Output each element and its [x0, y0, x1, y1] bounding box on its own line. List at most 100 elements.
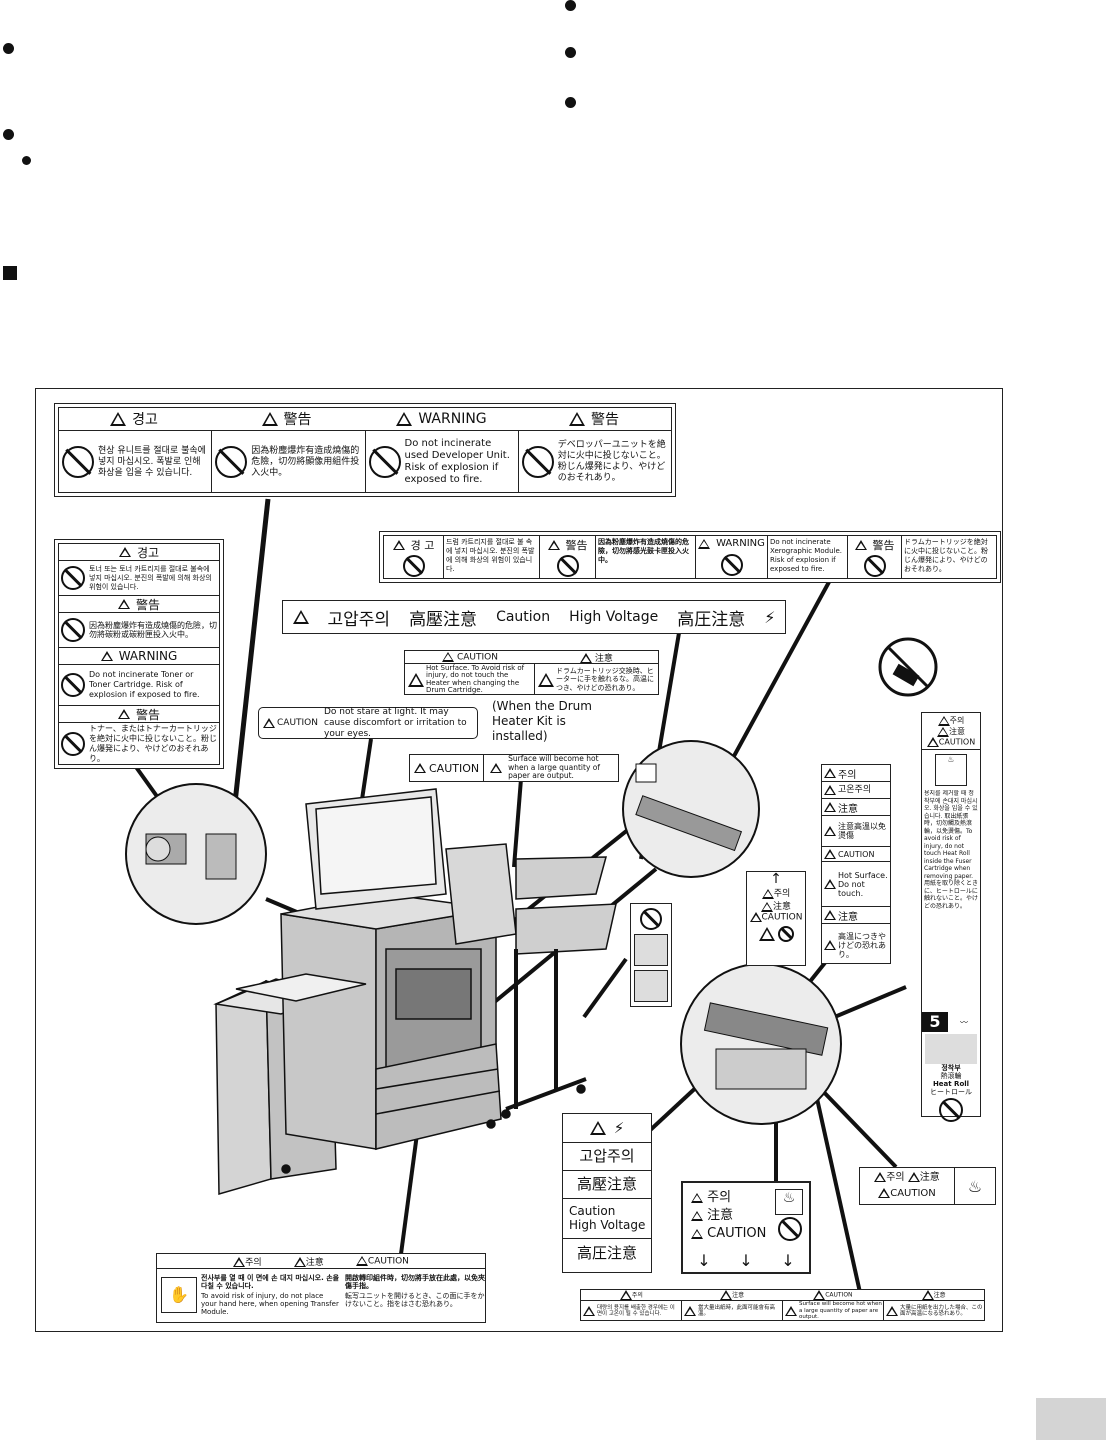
warning-triangle-icon	[261, 412, 278, 426]
warning-triangle-icon	[117, 709, 130, 719]
warning-triangle-icon	[589, 1121, 606, 1135]
safety-label-figure: 경고 警告 WARNING 警告 현상 유니트를 절대로 불속에 넣지 마십시오…	[35, 388, 1003, 1332]
high-voltage-label: 고압주의 高壓注意 Caution High Voltage 高圧注意 ⚡	[282, 600, 786, 634]
hot-surface-icon	[824, 940, 836, 950]
japanese-warning-text: デベロッパーユニットを絶対に火中に投じないこと。粉じん爆発により、やけどのおそれ…	[557, 440, 666, 483]
hot-surface-icon	[684, 1306, 696, 1316]
no-touch-icon	[778, 1217, 802, 1241]
no-touch-icon	[777, 925, 794, 942]
toner-warning-label: 경고 토너 또는 토너 카트리지를 절대로 불속에 넣지 마십시오. 분진의 폭…	[54, 539, 224, 769]
warning-triangle-icon	[907, 1172, 920, 1182]
hot-surface-icon	[824, 826, 836, 836]
prohibition-icon	[61, 566, 85, 590]
high-voltage-icon: ⚡	[613, 1119, 625, 1137]
korean-warning-text: 드럼 카트리지를 절대로 불 속에 넣지 마십시오. 분진의 폭발에 의해 화상…	[444, 536, 540, 578]
warning-triangle-icon	[118, 547, 131, 557]
korean-warning-text: 현상 유니트를 절대로 불속에 넣지 마십시오. 폭발로 인해 화상을 입을 수…	[98, 445, 206, 478]
heat-caution-tag: 주의 注意 CAUTION ♨	[859, 1167, 996, 1205]
warning-triangle-icon	[824, 802, 836, 812]
warning-triangle-icon	[619, 1290, 632, 1301]
prohibition-icon	[368, 446, 401, 478]
fuser-caution-label: 주의 注意 CAUTION ♨ ↓↓↓	[681, 1181, 811, 1274]
fuser-heat-roll-strip-label: 주의 注意 CAUTION ♨ 용지를 제거할 때 정착부에 손대지 마십시오.…	[921, 712, 981, 1122]
bullet-marker	[22, 156, 31, 165]
warning-triangle-icon	[580, 653, 593, 663]
english-warning-text: Do not incinerate Toner or Toner Cartrid…	[89, 670, 200, 699]
high-voltage-vertical-label: ⚡ 고압주의 高壓注意 Caution High Voltage 高圧注意	[562, 1113, 652, 1273]
high-voltage-icon: ⚡	[764, 607, 776, 627]
heater-caution-label: CAUTION 注意 Hot Surface. To Avoid risk of…	[404, 650, 659, 695]
prohibition-icon	[61, 673, 85, 697]
korean-warning-text: 토너 또는 토너 카트리지를 절대로 불속에 넣지 마십시오. 분진의 폭발에 …	[89, 564, 212, 591]
page-number-tab	[1036, 1398, 1106, 1440]
warning-triangle-icon	[760, 901, 773, 912]
warning-triangle-icon	[547, 540, 560, 550]
warning-triangle-icon	[874, 1172, 887, 1182]
hot-surface-icon	[758, 926, 775, 941]
no-touch-icon	[939, 1098, 963, 1122]
section-marker	[3, 266, 17, 280]
english-warning-text: Do not incinerate Xerographic Module. Ri…	[768, 536, 848, 578]
warning-triangle-icon	[691, 1228, 703, 1239]
japanese-warning-text: トナー、またはトナーカートリッジを絶対に火中に投じないこと。粉じん爆発により、や…	[89, 723, 217, 763]
warning-triangle-icon	[110, 412, 127, 426]
drum-heater-note: (When the Drum Heater Kit is installed)	[492, 699, 592, 743]
prohibition-icon	[556, 555, 579, 577]
bullet-marker	[565, 0, 576, 11]
warning-triangle-icon	[761, 888, 774, 899]
warning-triangle-icon	[442, 651, 455, 662]
prohibition-icon	[863, 555, 886, 577]
output-surface-caution-label: 주의 注意 CAUTION 注意 대량의 용지를 배출한 경우에는 이 면이 고…	[580, 1289, 985, 1321]
hot-surface-icon	[408, 672, 424, 687]
hot-surface-icon	[785, 1306, 797, 1316]
bullet-marker	[3, 129, 14, 140]
hot-surface-icon	[538, 672, 554, 687]
warning-triangle-icon	[392, 540, 405, 550]
hot-surface-icon	[490, 763, 503, 773]
warning-triangle-icon	[698, 538, 711, 549]
warning-triangle-icon	[749, 912, 762, 922]
warning-triangle-icon	[233, 1257, 246, 1267]
prohibition-icon	[521, 446, 554, 478]
instruction-image	[634, 934, 668, 966]
fuser-caution-column-label: 주의 고온주의 注意 注意高溫以免燙傷 CAUTION Hot Surface.…	[821, 764, 891, 964]
no-touch-instruction-tag	[630, 903, 672, 1007]
prohibition-icon	[720, 553, 743, 576]
warning-triangle-icon	[926, 737, 939, 747]
drum-warning-label: 경 고 드럼 카트리지를 절대로 불 속에 넣지 마십시오. 분진의 폭발에 의…	[379, 531, 1001, 583]
warning-triangle-icon	[293, 1257, 306, 1267]
warning-triangle-icon	[720, 1290, 733, 1301]
chinese-warning-text: 因為粉塵爆炸有造成燒傷的危險，切勿將感光鼓卡匣投入火中。	[596, 536, 696, 578]
warning-triangle-icon	[854, 540, 867, 550]
bullet-marker	[565, 47, 576, 58]
developer-unit-warning-label: 경고 警告 WARNING 警告 현상 유니트를 절대로 불속에 넣지 마십시오…	[54, 403, 676, 497]
bullet-marker	[565, 97, 576, 108]
transfer-module-caution-label: 주의 注意 CAUTION ✋ 전사부를 열 때 이 면에 손 대지 마십시오.…	[156, 1253, 486, 1323]
hot-surface-icon	[824, 879, 836, 889]
warning-triangle-icon	[396, 412, 413, 426]
heat-roll-image	[925, 1034, 977, 1064]
hot-surface-icon	[886, 1306, 898, 1316]
warning-triangle-icon	[937, 715, 950, 726]
warning-triangle-icon	[414, 763, 426, 773]
warning-triangle-icon	[813, 1290, 826, 1300]
warning-triangle-icon	[824, 849, 836, 859]
instruction-image	[634, 970, 668, 1002]
warning-triangle-icon	[921, 1290, 934, 1301]
warning-triangle-icon	[355, 1255, 368, 1266]
prohibition-icon	[62, 446, 94, 478]
fuser-small-caution-tag: ↑ 주의 注意 CAUTION	[746, 871, 806, 966]
warning-triangle-icon	[117, 599, 130, 609]
warning-triangle-icon	[878, 1188, 891, 1198]
machine-illustration	[125, 498, 938, 1298]
english-warning-text: Do not incinerate used Developer Unit. R…	[404, 438, 510, 485]
prohibition-icon	[61, 731, 85, 756]
hot-surface-icon: ♨	[935, 754, 967, 786]
hot-surface-icon	[583, 1306, 595, 1316]
warning-triangle-icon	[691, 1192, 703, 1203]
prohibition-icon	[402, 555, 425, 577]
warning-triangle-icon	[824, 768, 836, 778]
warning-triangle-icon	[691, 1210, 703, 1221]
prohibition-icon	[215, 446, 248, 478]
warning-triangle-icon	[292, 610, 309, 624]
